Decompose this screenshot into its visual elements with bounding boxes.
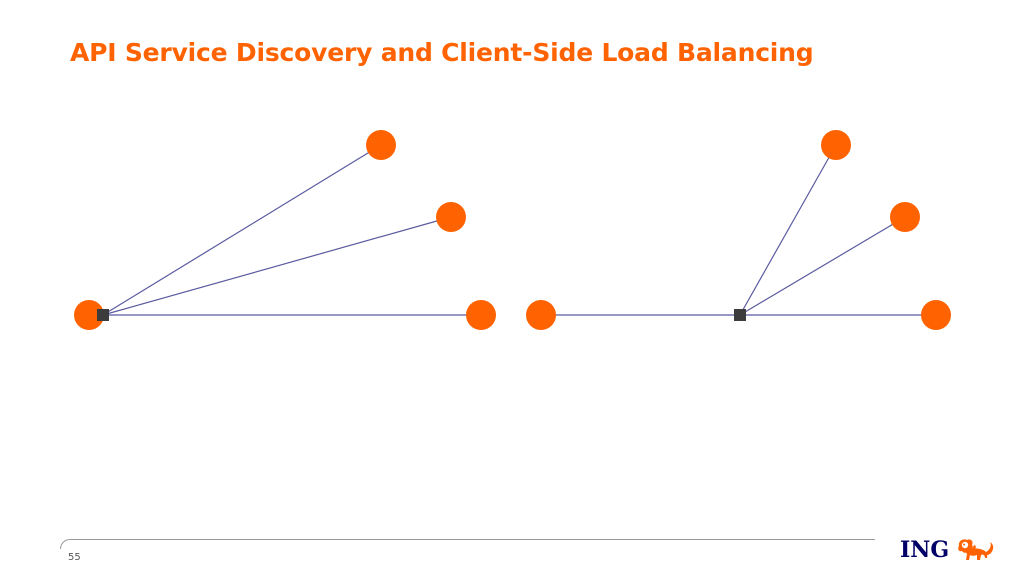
left-client-node: [74, 300, 104, 330]
connector-left-to-target-top: [102, 144, 382, 316]
lion-icon: [958, 539, 994, 560]
connector-right-to-target-middle: [739, 216, 906, 316]
right-service-instance-top: [821, 130, 851, 160]
connector-left-to-target-middle: [102, 216, 452, 316]
left-service-instance-top: [366, 130, 396, 160]
left-group-connectors: [102, 144, 481, 316]
logo-wordmark: ING: [900, 537, 950, 563]
connector-right-to-target-top: [739, 144, 837, 316]
page-number: 55: [68, 552, 81, 563]
ing-logo: ING: [900, 535, 1010, 565]
slide-title: API Service Discovery and Client-Side Lo…: [70, 38, 814, 67]
right-group-connectors: [541, 144, 936, 316]
left-load-balancer-hub: [97, 309, 109, 321]
right-client-node: [526, 300, 556, 330]
footer-divider: [60, 539, 875, 549]
left-service-instance-middle: [436, 202, 466, 232]
left-service-instance-bottom: [466, 300, 496, 330]
right-service-instance-middle: [890, 202, 920, 232]
right-service-instance-bottom: [921, 300, 951, 330]
right-load-balancer-hub: [734, 309, 746, 321]
